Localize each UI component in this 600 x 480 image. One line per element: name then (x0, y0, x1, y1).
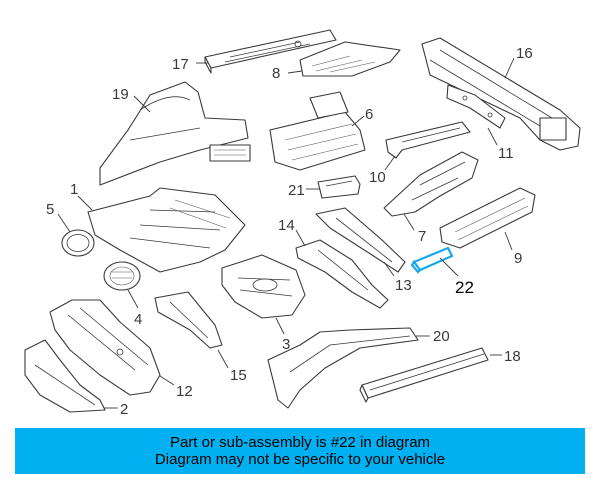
part-8[interactable] (299, 41, 401, 77)
banner-line-1: Part or sub-assembly is #22 in diagram (169, 434, 431, 451)
part-3[interactable] (221, 254, 306, 319)
part-4[interactable] (103, 261, 141, 291)
part-9[interactable] (439, 187, 536, 249)
callout-4: 4 (134, 311, 142, 328)
part-21[interactable] (317, 175, 361, 199)
callout-3: 3 (282, 336, 290, 353)
callout-16: 16 (516, 45, 533, 62)
part-1[interactable] (87, 187, 246, 273)
callout-11: 11 (498, 145, 514, 162)
callout-14: 14 (278, 217, 295, 234)
callout-12: 12 (176, 383, 193, 400)
part-17[interactable] (204, 29, 337, 74)
callout-8: 8 (272, 65, 280, 82)
callout-18: 18 (504, 348, 521, 365)
callout-13: 13 (395, 277, 412, 294)
callout-21: 21 (288, 182, 305, 199)
part-6[interactable] (269, 91, 366, 171)
callout-19: 19 (112, 86, 129, 103)
callout-22: 22 (455, 278, 474, 297)
callout-1: 1 (70, 181, 78, 198)
callout-10: 10 (369, 169, 386, 186)
part-10[interactable] (385, 121, 471, 159)
part-18[interactable] (359, 347, 489, 403)
part-2[interactable] (24, 339, 106, 413)
callout-17: 17 (172, 56, 189, 73)
callout-7: 7 (418, 228, 426, 245)
info-banner: Part or sub-assembly is #22 in diagram D… (15, 428, 585, 474)
part-12[interactable] (49, 299, 161, 396)
callout-6: 6 (365, 106, 373, 123)
part-20[interactable] (267, 327, 419, 409)
callout-20: 20 (433, 328, 450, 345)
callout-2: 2 (120, 401, 128, 418)
part-22[interactable] (410, 246, 454, 274)
part-13[interactable] (315, 207, 406, 273)
parts-diagram: 17 8 16 11 19 6 10 (24, 29, 581, 418)
part-15[interactable] (154, 291, 223, 349)
banner-line-2: Diagram may not be specific to your vehi… (154, 451, 446, 468)
callout-15: 15 (230, 367, 247, 384)
callout-5: 5 (46, 201, 54, 218)
part-14[interactable] (295, 239, 389, 309)
part-5[interactable] (61, 229, 95, 257)
part-11[interactable] (446, 84, 506, 129)
callout-9: 9 (514, 250, 522, 267)
part-7[interactable] (383, 151, 479, 217)
